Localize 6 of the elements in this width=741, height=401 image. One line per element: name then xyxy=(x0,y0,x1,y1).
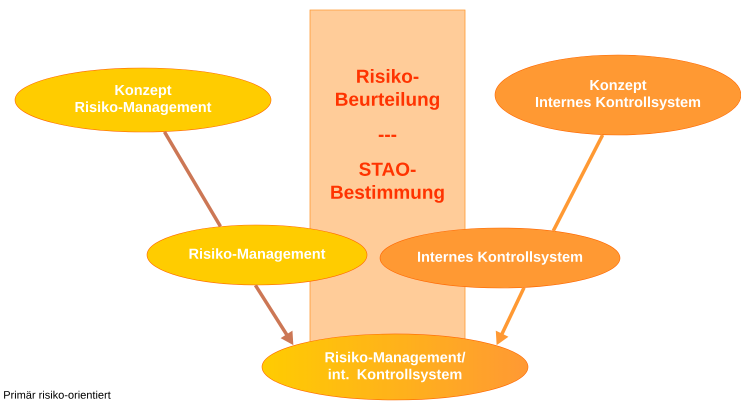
ellipse-node: Konzept Risiko-Management xyxy=(14,68,272,132)
ellipse-node: Risiko-Management/ int. Kontrollsystem xyxy=(262,334,528,400)
note-text: Primär risiko-orientiert xyxy=(4,390,111,399)
ellipse-node: Risiko-Management xyxy=(146,224,368,286)
ellipse-node: Konzept Internes Kontrollsystem xyxy=(494,54,741,136)
ellipse-node: Internes Kontrollsystem xyxy=(380,228,620,288)
